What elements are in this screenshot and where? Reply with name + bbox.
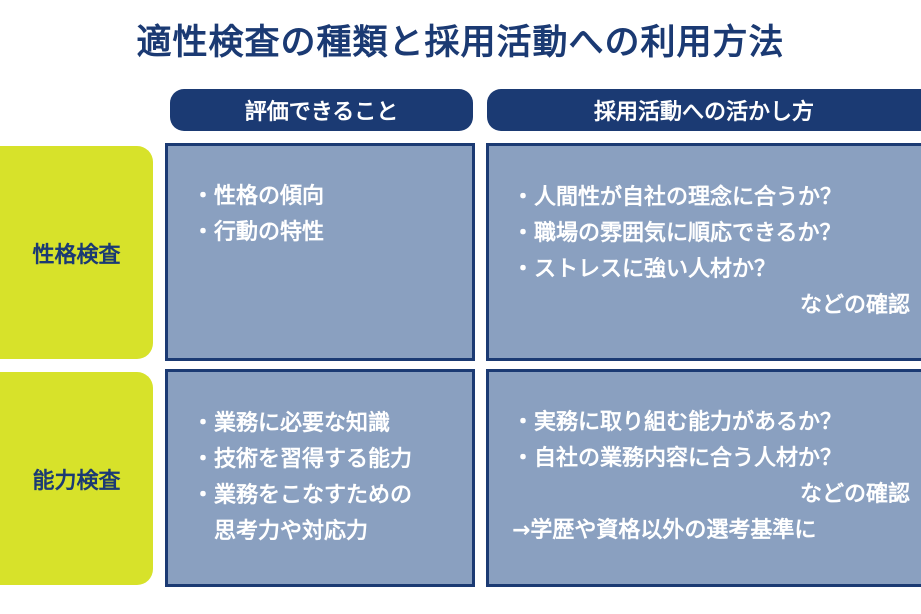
row-label-ability-test: 能力検査 xyxy=(0,372,153,585)
list-item: ・職場の雰囲気に順応できるか？ xyxy=(512,221,842,246)
row-label-personality-test: 性格検査 xyxy=(0,146,153,359)
cell-personality-usage: ・人間性が自社の理念に合うか？ ・職場の雰囲気に順応できるか？ ・ストレスに強い… xyxy=(486,143,921,361)
list-item: ・ストレスに強い人材か？ xyxy=(512,257,777,282)
cell-personality-evaluable: ・性格の傾向 ・行動の特性 xyxy=(165,143,475,361)
usage-note: などの確認 xyxy=(799,293,910,318)
usage-note: などの確認 xyxy=(799,482,910,507)
list-item: ・実務に取り組む能力があるか？ xyxy=(512,410,843,435)
list-item: ・業務に必要な知識 xyxy=(192,411,391,436)
list-item: ・業務をこなすための xyxy=(192,483,413,508)
list-item: ・人間性が自社の理念に合うか？ xyxy=(512,185,843,210)
list-item: ・行動の特性 xyxy=(192,220,325,245)
cell-ability-usage: ・実務に取り組む能力があるか？ ・自社の業務内容に合う人材か？ などの確認 →学… xyxy=(486,369,921,587)
column-header-usage: 採用活動への活かし方 xyxy=(487,89,921,131)
list-item: ・自社の業務内容に合う人材か？ xyxy=(512,446,843,471)
page-title: 適性検査の種類と採用活動への利用方法 xyxy=(136,23,785,63)
list-item: ・性格の傾向 xyxy=(192,184,325,209)
list-item: ・技術を習得する能力 xyxy=(192,447,413,472)
cell-ability-evaluable: ・業務に必要な知識 ・技術を習得する能力 ・業務をこなすための 思考力や対応力 xyxy=(165,369,475,587)
usage-conclusion: →学歴や資格以外の選考基準に xyxy=(512,518,817,543)
column-header-evaluable: 評価できること xyxy=(170,89,473,131)
list-item-continuation: 思考力や対応力 xyxy=(214,519,369,544)
